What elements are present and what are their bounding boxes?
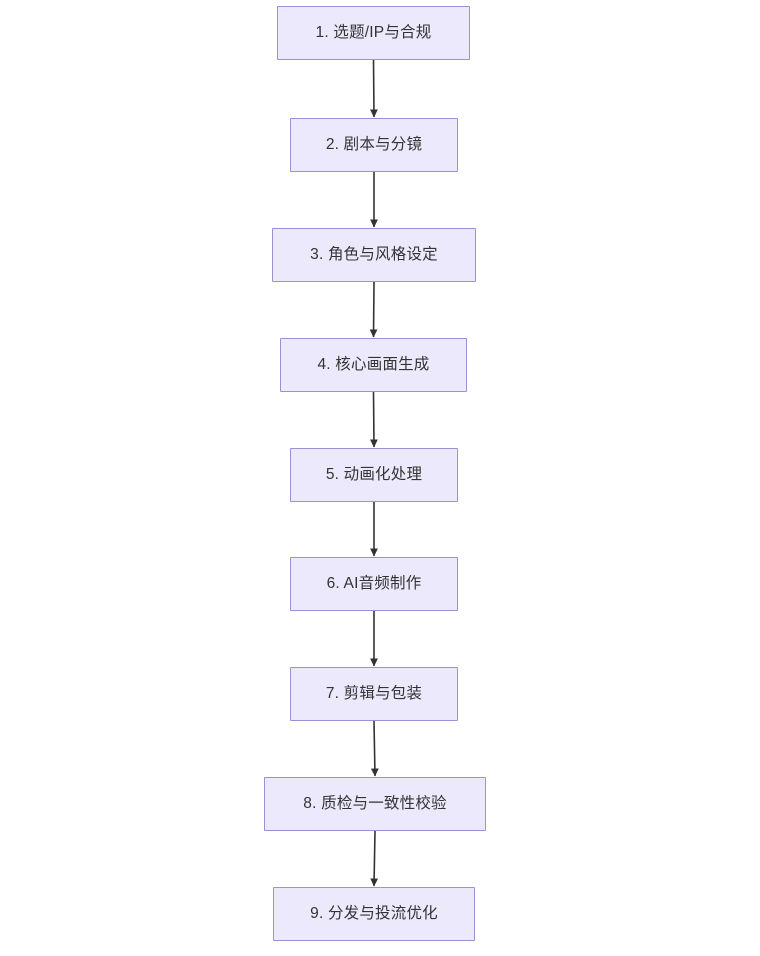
flow-node-4-label: 4. 核心画面生成 xyxy=(317,355,430,373)
flow-edge-1 xyxy=(370,59,378,118)
flow-node-9-label: 9. 分发与投流优化 xyxy=(310,904,438,922)
flow-edge-3 xyxy=(369,281,378,338)
flow-edge-4 xyxy=(370,391,378,448)
flow-node-2-label: 2. 剧本与分镜 xyxy=(325,135,423,153)
flow-node-2[interactable]: 2. 剧本与分镜 xyxy=(290,118,458,172)
flow-node-5-label: 5. 动画化处理 xyxy=(325,465,423,483)
flow-edge-8 xyxy=(370,830,379,887)
flow-node-8-label: 8. 质检与一致性校验 xyxy=(303,794,447,812)
flow-node-1[interactable]: 1. 选题/IP与合规 xyxy=(277,6,470,60)
flow-node-4[interactable]: 4. 核心画面生成 xyxy=(280,338,467,392)
flow-node-7-label: 7. 剪辑与包装 xyxy=(325,684,423,702)
flow-edge-7 xyxy=(370,720,379,777)
flow-node-8[interactable]: 8. 质检与一致性校验 xyxy=(264,777,486,831)
flow-node-7[interactable]: 7. 剪辑与包装 xyxy=(290,667,458,721)
flow-node-9[interactable]: 9. 分发与投流优化 xyxy=(273,887,475,941)
flow-node-3[interactable]: 3. 角色与风格设定 xyxy=(272,228,476,282)
flow-node-3-label: 3. 角色与风格设定 xyxy=(310,245,438,263)
flow-node-6[interactable]: 6. AI音频制作 xyxy=(290,557,458,611)
flow-node-6-label: 6. AI音频制作 xyxy=(326,574,422,592)
flow-node-5[interactable]: 5. 动画化处理 xyxy=(290,448,458,502)
flow-node-1-label: 1. 选题/IP与合规 xyxy=(315,23,432,41)
